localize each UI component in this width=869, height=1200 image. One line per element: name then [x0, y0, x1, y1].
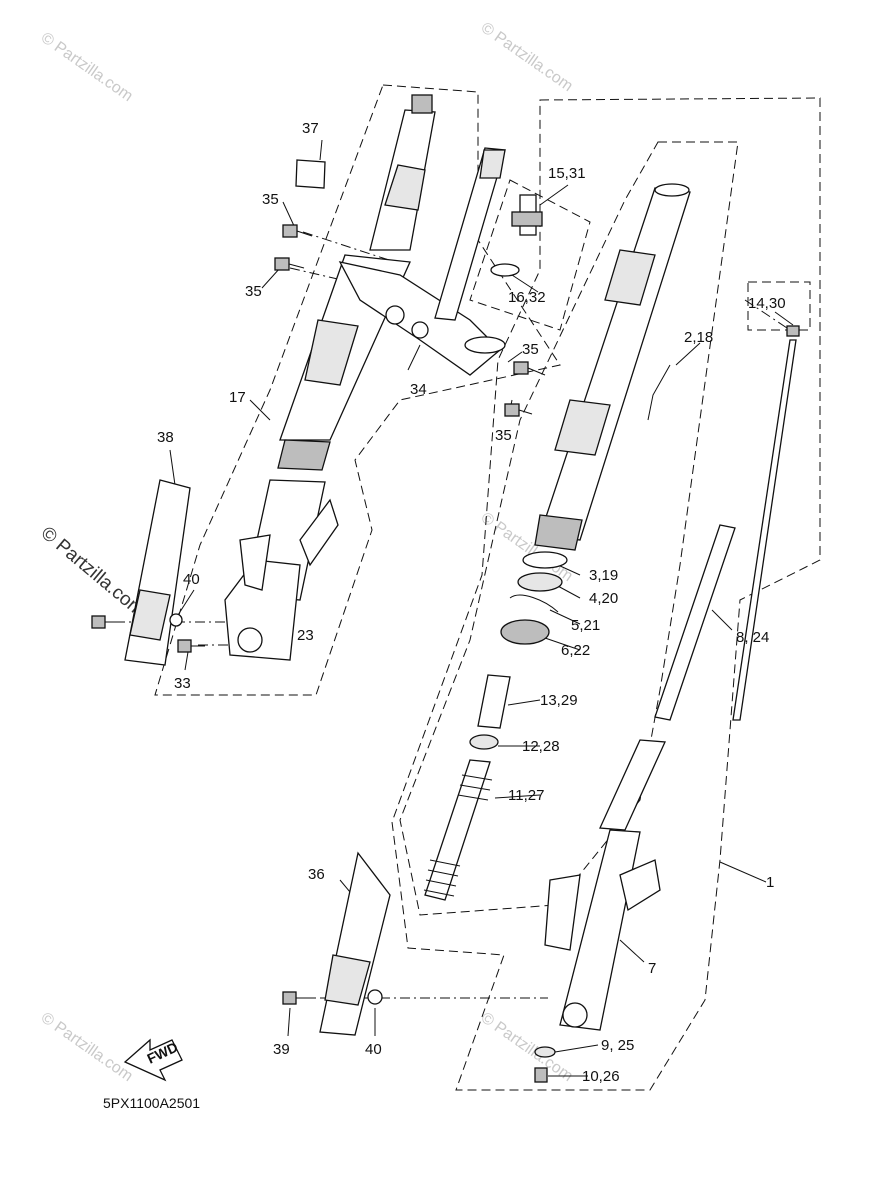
callout-37: 36 — [308, 866, 325, 883]
callout-6-22: 6,22 — [561, 642, 590, 659]
guard-37 — [319, 851, 391, 1036]
callout-35: 35 — [522, 341, 539, 358]
bolt-33-and-39-left — [91, 613, 205, 653]
callout-11-27: 11,27 — [508, 787, 544, 804]
callout-39: 39 — [273, 1041, 290, 1058]
callout-labels: 37 35 35 15,31 16,32 14,30 2,18 35 34 35… — [103, 120, 786, 1111]
cap-bolt-outline — [469, 179, 591, 331]
callout-10-26: 10,26 — [582, 1068, 620, 1085]
spring-11-27 — [423, 759, 493, 901]
callout-17: 17 — [229, 389, 246, 406]
callout-38: 38 — [157, 429, 174, 446]
callout-23: 23 — [297, 627, 314, 644]
washer-9-25-bolt-10-26 — [534, 1046, 556, 1083]
left-lower-slider — [224, 479, 339, 661]
callout-14-30: 14,30 — [748, 295, 786, 312]
callout-12-28: 12,28 — [522, 738, 560, 755]
damper-rod-upper — [434, 147, 506, 321]
callout-8-24: 8, 24 — [736, 629, 769, 646]
bolts-35 — [274, 224, 546, 417]
callout-35: 35 — [495, 427, 512, 444]
guard-38 — [124, 479, 191, 666]
callout-4-20: 4,20 — [589, 590, 618, 607]
callout-33: 33 — [174, 675, 191, 692]
leader-lines — [115, 139, 794, 1077]
callout-35: 35 — [245, 283, 262, 300]
callout-7: 7 — [648, 960, 656, 977]
spacer-13-29 — [477, 674, 511, 729]
bolt-39-washer-40 — [282, 989, 383, 1005]
callout-13-29: 13,29 — [540, 692, 578, 709]
callout-36: 37 — [302, 120, 319, 137]
damper-outline — [747, 281, 811, 331]
inner-tube-2-18 — [534, 183, 691, 551]
callout-40: 40 — [183, 571, 200, 588]
callout-16-32: 16,32 — [508, 289, 546, 306]
seals-and-rings — [500, 551, 568, 645]
callout-3-19: 3,19 — [589, 567, 618, 584]
inner-tube-outline — [399, 141, 739, 916]
callout-34: 34 — [410, 381, 427, 398]
callout-35: 35 — [262, 191, 279, 208]
diagram-code: 5PX1100A2501 — [103, 1095, 200, 1111]
right-assembly-outline — [391, 97, 821, 1091]
callout-1: 1 — [766, 874, 774, 891]
callout-15-31: 15,31 — [548, 165, 586, 182]
damper-rod-8-24 — [654, 325, 800, 721]
steering-bracket — [338, 261, 506, 376]
watermark-text: © Partzilla.com — [38, 29, 136, 105]
fwd-direction-arrow-icon: FWD — [123, 1038, 183, 1082]
callout-5-21: 5,21 — [571, 617, 600, 634]
washer-12-28 — [469, 734, 499, 750]
outer-tube-7 — [544, 739, 666, 1031]
label-sticker-36 — [295, 159, 326, 189]
watermark-text: © Partzilla.com — [38, 1009, 136, 1085]
callout-2-18: 2,18 — [684, 329, 713, 346]
cap-bolt-15-31 — [490, 194, 543, 277]
watermark-text: © Partzilla.com — [478, 19, 576, 95]
callout-9-25: 9, 25 — [601, 1037, 634, 1054]
callout-40: 40 — [365, 1041, 382, 1058]
watermark-text-dark: © Partzilla.com — [37, 523, 149, 621]
